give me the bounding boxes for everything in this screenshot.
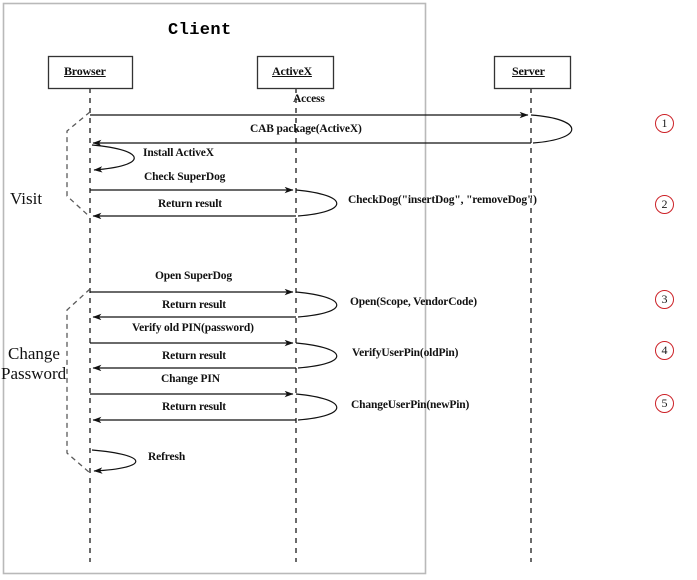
step-marker-3: 3: [655, 290, 674, 309]
message-curve-activex-turnaround-3: [295, 342, 338, 369]
api-annotation-verifyuserpin: VerifyUserPin(oldPin): [352, 347, 459, 359]
api-annotation-checkdog: CheckDog("insertDog", "removeDog"): [348, 194, 537, 206]
message-label-refresh: Refresh: [148, 451, 186, 463]
phase-bracket-change-password: [66, 288, 91, 474]
actor-label-browser: Browser: [64, 64, 106, 78]
step-marker-5: 5: [655, 394, 674, 413]
step-marker-4: 4: [655, 341, 674, 360]
message-arrow-install-activex[interactable]: [91, 144, 135, 173]
message-curve-server-turnaround: [530, 114, 573, 144]
step-marker-2: 2: [655, 195, 674, 214]
message-label-change-pin: Change PIN: [161, 373, 220, 385]
message-label-check-superdog-return: Return result: [158, 198, 222, 210]
message-label-open-superdog-return: Return result: [162, 299, 226, 311]
actor-label-activex: ActiveX: [272, 64, 312, 78]
phase-label-change-password-line1: Change: [8, 344, 60, 363]
client-boundary-frame: [2, 2, 427, 575]
message-arrow-refresh[interactable]: [91, 449, 137, 474]
api-annotation-open: Open(Scope, VendorCode): [350, 296, 477, 308]
step-marker-1: 1: [655, 114, 674, 133]
phase-label-change-password-line2: Password: [1, 364, 67, 383]
message-label-verify-old-pin-return: Return result: [162, 350, 226, 362]
message-label-open-superdog: Open SuperDog: [155, 270, 232, 282]
message-label-check-superdog: Check SuperDog: [144, 171, 226, 183]
message-label-verify-old-pin: Verify old PIN(password): [132, 322, 254, 334]
api-annotation-changeuserpin: ChangeUserPin(newPin): [351, 399, 470, 411]
message-curve-activex-turnaround-1: [295, 189, 338, 217]
message-curve-activex-turnaround-2: [295, 291, 338, 318]
message-label-cab-package: CAB package(ActiveX): [250, 123, 362, 135]
message-label-install-activex: Install ActiveX: [143, 147, 214, 159]
actor-box-server[interactable]: [493, 55, 572, 90]
actor-label-server: Server: [512, 64, 545, 78]
message-curve-activex-turnaround-4: [295, 393, 338, 421]
page-title: Client: [168, 21, 232, 40]
phase-label-visit: Visit: [10, 189, 43, 208]
message-label-change-pin-return: Return result: [162, 401, 226, 413]
phase-bracket-visit: [66, 111, 91, 218]
message-label-access: Access: [293, 93, 325, 105]
